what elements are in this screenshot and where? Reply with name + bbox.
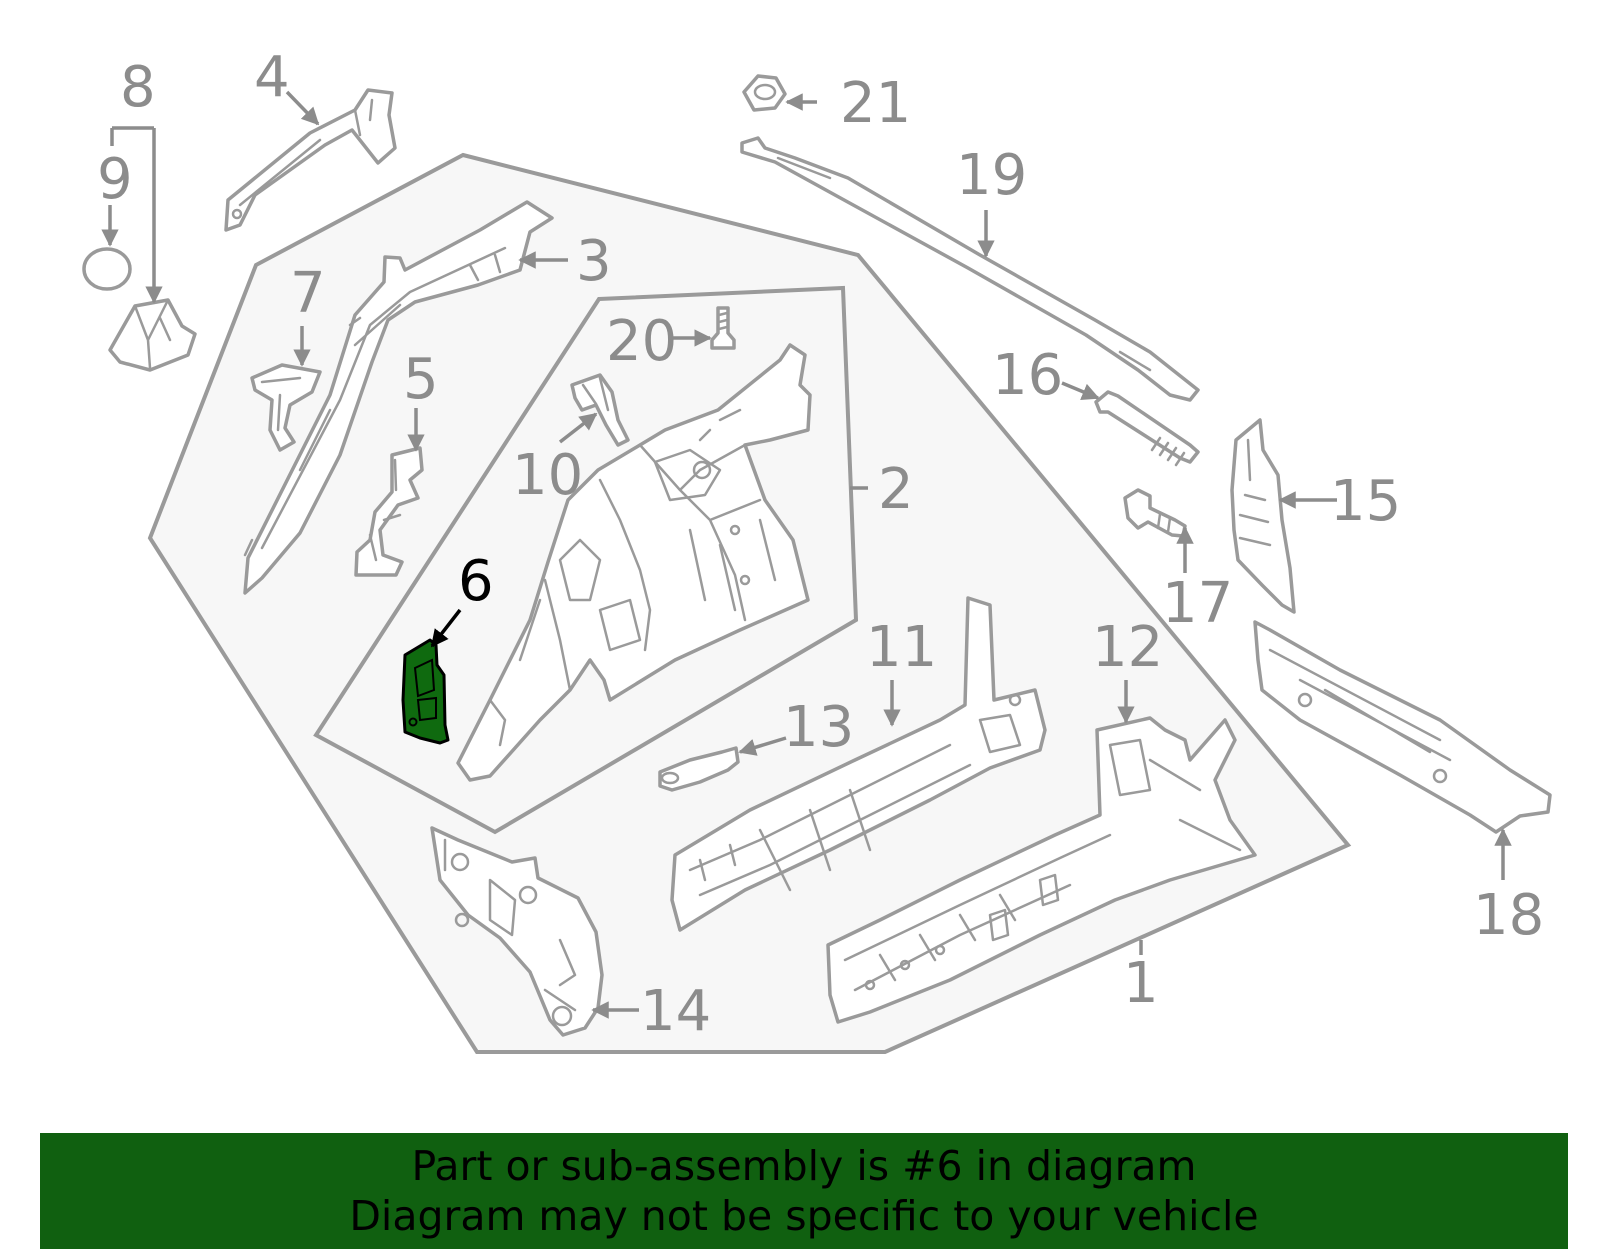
part-18-crossmember [1253,620,1552,834]
banner-line-part-info: Part or sub-assembly is #6 in diagram [411,1142,1197,1190]
part-4-bracket [224,88,397,232]
banner-line-disclaimer: Diagram may not be specific to your vehi… [349,1192,1259,1240]
callout-4: 4 [254,45,290,110]
part-19-brace [740,136,1200,402]
info-banner: Part or sub-assembly is #6 in diagram Di… [40,1133,1568,1249]
part-2-wheelhouse [456,343,812,782]
callout-11: 11 [866,615,937,680]
callout-6[interactable]: 6 [458,549,494,614]
part-16-bolt [1094,390,1200,467]
part-12-1-side-rail [826,716,1257,1024]
callout-15: 15 [1330,469,1401,534]
part-7-bracket [250,363,322,452]
part-11-inner-rail [670,596,1047,932]
callout-1: 1 [1123,951,1159,1016]
callout-17: 17 [1162,571,1233,636]
callout-18: 18 [1473,883,1544,948]
part-3-rail [243,200,554,595]
callout-7: 7 [290,261,326,326]
callout-20: 20 [606,309,677,374]
callout-3: 3 [576,229,612,294]
leader-lines [101,90,1512,1019]
callout-5: 5 [403,347,439,412]
callout-9: 9 [97,147,133,212]
part-15-bracket [1230,418,1296,614]
part-10-bracket [570,373,630,447]
callout-2: 2 [878,457,914,522]
callout-13: 13 [783,695,854,760]
callout-16: 16 [992,343,1063,408]
callout-19: 19 [956,143,1027,208]
part-5-bracket [354,446,424,577]
part-21-nut [742,74,787,112]
callout-10: 10 [512,443,583,508]
part-13-clip [658,746,740,792]
callout-labels: 4 8 9 3 7 5 20 10 2 6 21 19 16 15 17 11 … [97,45,1544,1044]
callout-8: 8 [120,55,156,120]
part-9-plug [82,247,132,291]
part-8-mount [108,298,197,372]
part-17-bolt [1123,488,1187,538]
callout-12: 12 [1092,615,1163,680]
callout-14: 14 [640,979,711,1044]
part-20-bolt [710,306,736,350]
callout-21: 21 [840,71,911,136]
